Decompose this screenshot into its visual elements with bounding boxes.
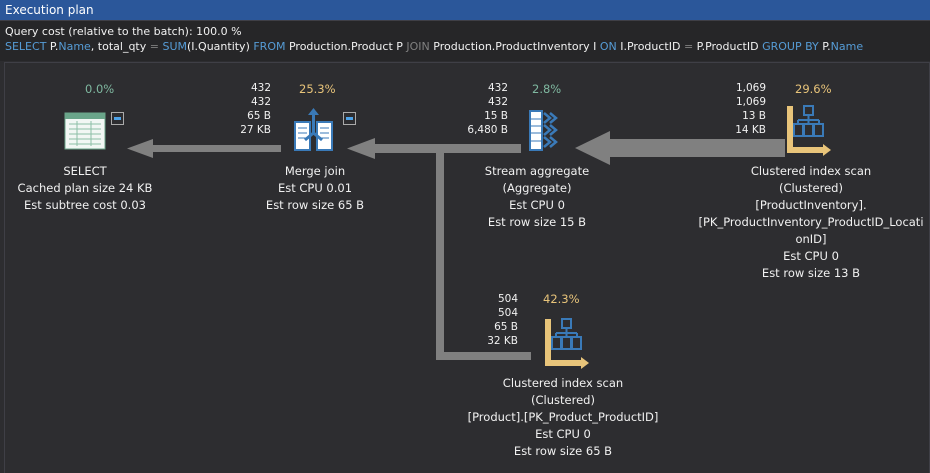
sql-token: = <box>683 40 694 53</box>
stat-value: 32 KB <box>487 335 518 347</box>
arrow-merge-to-select <box>127 139 281 158</box>
sql-token: Production.ProductInventory I <box>429 40 600 53</box>
sql-token: SUM <box>162 40 187 53</box>
arrow-scan1-to-stream <box>575 131 785 165</box>
sql-token: P. <box>818 40 831 53</box>
label-line: Cached plan size 24 KB <box>17 181 153 195</box>
stat-value: 6,480 B <box>467 124 508 136</box>
row-stats: 1,069 1,069 13 B 14 KB <box>735 81 766 137</box>
cost-percent: 29.6% <box>795 82 832 96</box>
sql-token: = <box>149 40 159 53</box>
operator-label: Stream aggregate (Aggregate) Est CPU 0 Est … <box>485 163 589 231</box>
label-line: [ProductInventory]. <box>755 198 867 212</box>
stat-value: 1,069 <box>735 96 766 108</box>
row-stats: 432 432 15 B 6,480 B <box>467 81 508 137</box>
label-line: (Aggregate) <box>502 181 572 195</box>
plan-arrows <box>64 105 831 369</box>
cost-percent: 0.0% <box>85 82 115 96</box>
stat-value: 432 <box>250 96 271 108</box>
sql-token: JOIN <box>406 40 430 53</box>
query-cost: Query cost (relative to the batch): 100.… <box>5 25 242 38</box>
stat-value: 1,069 <box>735 82 766 94</box>
label-line: Clustered index scan <box>750 164 872 178</box>
stream-aggregate-icon <box>529 110 558 151</box>
label-line: Est row size 65 B <box>265 198 365 212</box>
label-line: SELECT <box>63 164 107 178</box>
plan-canvas: 0.0% SELECT Cached plan size 24 KB Est subt… <box>4 62 930 473</box>
label-line: Est row size 15 B <box>487 215 587 229</box>
cost-percent: 42.3% <box>543 292 580 306</box>
arrow-scan2-to-merge <box>436 151 531 360</box>
stat-value: 13 B <box>742 110 766 122</box>
stat-value: 432 <box>487 96 508 108</box>
label-line: Merge join <box>284 164 346 178</box>
select-table-icon <box>64 112 106 150</box>
sql-text: SELECT P.Name, total_qty = SUM(I.Quantit… <box>5 40 863 53</box>
operator-label: Clustered index scan (Clustered) [Product]… <box>468 375 659 460</box>
stat-value: 27 KB <box>240 124 271 136</box>
stat-value: 14 KB <box>735 124 766 136</box>
label-line: Est subtree cost 0.03 <box>24 198 146 212</box>
sql-token: I.ProductID <box>616 40 684 53</box>
label-line: (Clustered) <box>779 181 843 195</box>
sql-token: , total_qty <box>90 40 150 53</box>
sql-token: ON <box>599 40 617 53</box>
label-line: Est row size 13 B <box>761 266 861 280</box>
cost-percent: 25.3% <box>299 82 336 96</box>
stat-value: 432 <box>250 82 271 94</box>
arrow-stream-to-merge <box>347 138 521 159</box>
stat-value: 504 <box>497 293 518 305</box>
row-stats: 504 504 65 B 32 KB <box>487 292 518 348</box>
collapse-merge-button[interactable] <box>343 112 356 125</box>
operator-label: SELECT Cached plan size 24 KB Est subtree … <box>18 163 153 214</box>
collapse-select-button[interactable] <box>111 112 124 125</box>
operator-label: Clustered index scan (Clustered) [ProductI… <box>698 163 923 282</box>
label-line: Est CPU 0 <box>535 427 591 441</box>
sql-token: FROM <box>253 40 286 53</box>
sql-token: (I.Quantity) <box>187 40 254 53</box>
cost-percent: 2.8% <box>532 82 562 96</box>
sql-token: Name <box>830 40 864 53</box>
label-line: Clustered index scan <box>502 376 624 390</box>
sql-token: P.ProductID <box>693 40 763 53</box>
window-title: Execution plan <box>0 0 930 20</box>
stat-value: 432 <box>487 82 508 94</box>
stat-value: 15 B <box>484 110 508 122</box>
row-stats: 432 432 65 B 27 KB <box>240 81 271 137</box>
clustered-index-scan-icon <box>545 318 589 369</box>
label-line: (Clustered) <box>531 393 595 407</box>
sql-token: SELECT <box>5 40 50 53</box>
stat-value: 504 <box>497 307 518 319</box>
sql-token: P. <box>49 40 59 53</box>
label-line: [PK_ProductInventory_ProductID_Locati <box>698 215 924 229</box>
stat-value: 65 B <box>247 110 271 122</box>
sql-token: Name <box>58 40 91 53</box>
clustered-index-scan-icon <box>787 105 831 156</box>
query-header: Query cost (relative to the batch): 100.… <box>0 20 930 61</box>
stat-value: 65 B <box>494 321 518 333</box>
label-line: Est CPU 0 <box>509 198 565 212</box>
label-line: Stream aggregate <box>484 164 590 178</box>
label-line: [Product].[PK_Product_ProductID] <box>467 410 659 424</box>
label-line: onID] <box>795 232 827 246</box>
label-line: Est CPU 0 <box>783 249 839 263</box>
sql-token: Production.Product P <box>285 40 407 53</box>
sql-token: GROUP BY <box>762 40 819 53</box>
label-line: Est row size 65 B <box>513 444 613 458</box>
merge-join-icon <box>294 108 333 151</box>
label-line: Est CPU 0.01 <box>277 181 353 195</box>
